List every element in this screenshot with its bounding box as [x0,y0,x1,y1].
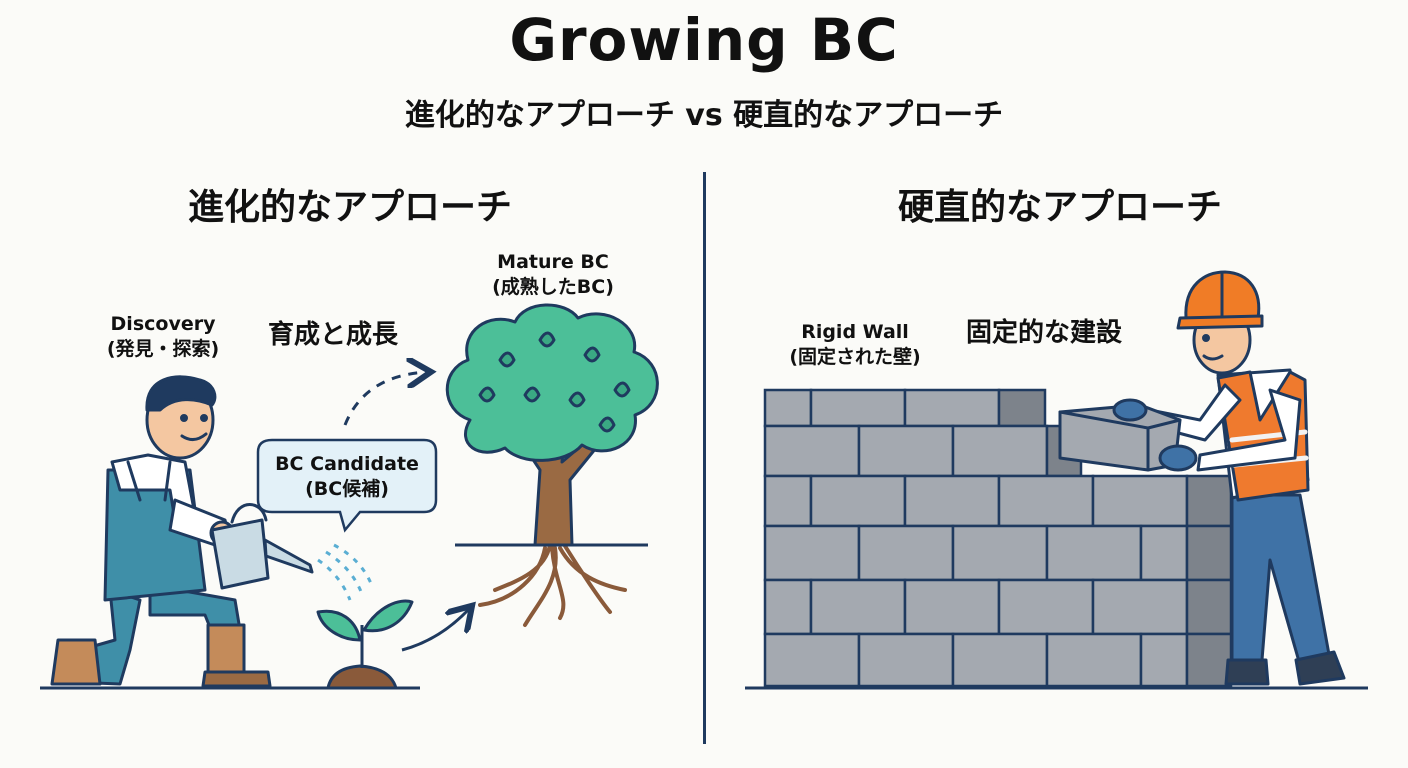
gardener-figure [50,375,314,688]
rigid-heading: 硬直的なアプローチ [897,187,1222,228]
discovery-label: Discovery (発見・探索) [106,313,220,360]
main-title: Growing BC [509,6,899,74]
brick-wall [763,388,1233,688]
growth-phase-label: 育成と成長 [268,320,399,350]
subtitle: 進化的なアプローチ vs 硬直的なアプローチ [404,98,1004,133]
candidate-speech-bubble [256,438,438,533]
growth-dashed-arrow [343,372,428,426]
mature-tree [445,303,659,627]
construction-worker [1058,270,1346,686]
mature-bc-label: Mature BC (成熟したBC) [492,251,614,298]
candidate-label: BC Candidate (BC候補) [275,453,419,500]
water-drops [317,543,374,601]
growth-solid-arrow [401,608,470,652]
center-divider [703,172,706,744]
seedling-sprout [316,599,414,690]
evolutionary-heading: 進化的なアプローチ [187,187,512,228]
rigid-wall-label: Rigid Wall (固定された壁) [789,321,921,368]
fixed-construction-label: 固定的な建設 [966,318,1123,348]
